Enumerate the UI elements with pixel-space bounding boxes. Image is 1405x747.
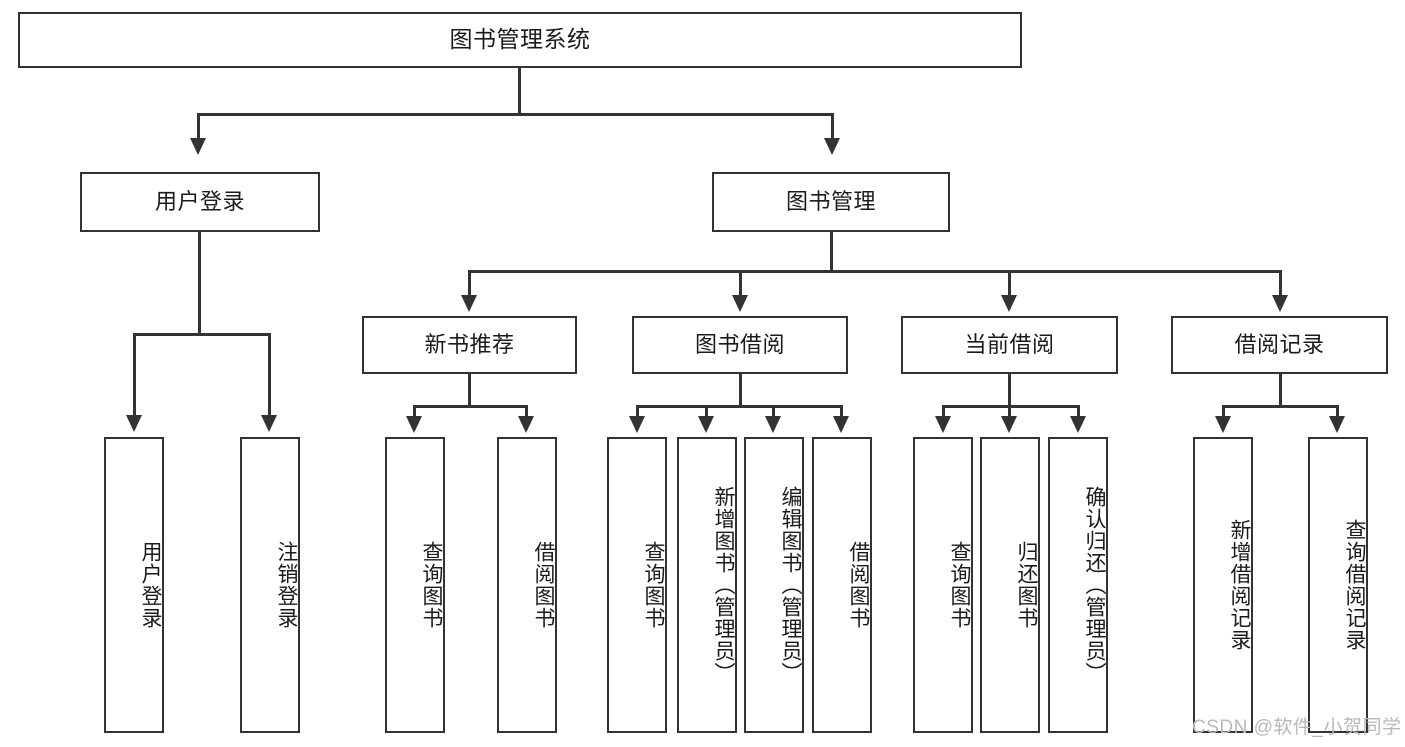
edge-book-borrow-to-leaf-4 — [840, 405, 843, 418]
arrow-book-mgmt-to-new-book — [461, 295, 477, 312]
edge-user-login-to-leaf-1 — [133, 333, 136, 417]
arrow-user-login-to-leaf-2 — [261, 415, 277, 432]
edge-current-borrow-bar — [942, 405, 1080, 408]
node-label: 用户登录 — [139, 541, 162, 629]
edge-borrow-record-stem — [1279, 374, 1282, 407]
arrow-borrow-record-to-leaf-2 — [1329, 416, 1345, 433]
edge-book-mgmt-bar — [468, 270, 1282, 273]
node-label: 用户登录 — [154, 189, 245, 215]
arrow-user-login-to-leaf-1 — [126, 415, 142, 432]
leaf-new-book-query[interactable]: 查询图书 — [385, 437, 445, 733]
node-label: 借阅图书 — [532, 541, 555, 629]
node-user-login[interactable]: 用户登录 — [80, 172, 320, 232]
node-label: 借阅图书 — [847, 541, 870, 629]
edge-current-borrow-to-leaf-1 — [942, 405, 945, 418]
node-label: 编辑图书（管理员） — [779, 486, 802, 684]
leaf-current-borrow-confirm[interactable]: 确认归还（管理员） — [1048, 437, 1108, 733]
arrow-root-to-book-mgmt — [824, 138, 840, 155]
node-label: 确认归还（管理员） — [1083, 486, 1106, 684]
node-borrow-record[interactable]: 借阅记录 — [1171, 316, 1388, 374]
edge-user-login-bar — [133, 333, 271, 336]
edge-book-borrow-to-leaf-2 — [705, 405, 708, 418]
node-label: 注销登录 — [275, 541, 298, 629]
arrow-root-to-user-login — [190, 138, 206, 155]
watermark-text: CSDN @软件_小贺同学 — [1192, 717, 1402, 738]
edge-book-borrow-to-leaf-1 — [636, 405, 639, 418]
edge-book-mgmt-to-new-book — [468, 270, 471, 298]
arrow-borrow-record-to-leaf-1 — [1215, 416, 1231, 433]
leaf-book-borrow-edit[interactable]: 编辑图书（管理员） — [744, 437, 804, 733]
node-label: 新增借阅记录 — [1228, 519, 1251, 651]
arrow-book-mgmt-to-current — [1001, 295, 1017, 312]
node-book-management[interactable]: 图书管理 — [712, 172, 950, 232]
arrow-current-borrow-to-leaf-2 — [1001, 416, 1017, 433]
edge-borrow-record-to-leaf-2 — [1336, 405, 1339, 418]
leaf-new-book-borrow[interactable]: 借阅图书 — [497, 437, 557, 733]
arrow-book-borrow-to-leaf-2 — [698, 416, 714, 433]
edge-user-login-to-leaf-2 — [268, 333, 271, 417]
edge-current-borrow-to-leaf-3 — [1077, 405, 1080, 418]
leaf-book-borrow-query[interactable]: 查询图书 — [607, 437, 667, 733]
leaf-user-login-signin[interactable]: 用户登录 — [104, 437, 164, 733]
leaf-book-borrow-borrow[interactable]: 借阅图书 — [812, 437, 872, 733]
leaf-borrow-record-add[interactable]: 新增借阅记录 — [1193, 437, 1253, 733]
node-label: 图书管理系统 — [449, 26, 591, 53]
edge-user-login-stem — [198, 232, 201, 335]
arrow-new-book-to-leaf-2 — [518, 416, 534, 433]
node-label: 借阅记录 — [1234, 332, 1325, 358]
node-label: 当前借阅 — [964, 332, 1055, 358]
edge-book-mgmt-to-current — [1008, 270, 1011, 298]
node-label: 新书推荐 — [424, 332, 515, 358]
node-label: 查询图书 — [948, 541, 971, 629]
edge-root-to-book-mgmt — [831, 113, 834, 141]
edge-new-book-stem — [468, 374, 471, 407]
edge-borrow-record-bar — [1222, 405, 1339, 408]
node-new-book-recommend[interactable]: 新书推荐 — [362, 316, 577, 374]
edge-current-borrow-stem — [1008, 374, 1011, 407]
node-label: 查询借阅记录 — [1343, 519, 1366, 651]
edge-root-to-user-login — [197, 113, 200, 141]
edge-book-mgmt-to-borrow — [739, 270, 742, 298]
arrow-current-borrow-to-leaf-3 — [1070, 416, 1086, 433]
node-book-borrow[interactable]: 图书借阅 — [632, 316, 848, 374]
edge-new-book-to-leaf-1 — [413, 405, 416, 418]
edge-book-mgmt-to-record — [1279, 270, 1282, 298]
arrow-new-book-to-leaf-1 — [406, 416, 422, 433]
node-label: 图书借阅 — [694, 332, 785, 358]
edge-new-book-bar — [413, 405, 528, 408]
edge-root-stem — [518, 68, 521, 113]
node-label: 查询图书 — [420, 541, 443, 629]
edge-current-borrow-to-leaf-2 — [1008, 405, 1011, 418]
node-label: 图书管理 — [785, 189, 876, 215]
node-root-system[interactable]: 图书管理系统 — [18, 12, 1022, 68]
leaf-current-borrow-query[interactable]: 查询图书 — [913, 437, 973, 733]
arrow-book-mgmt-to-record — [1272, 295, 1288, 312]
edge-book-borrow-to-leaf-3 — [772, 405, 775, 418]
leaf-book-borrow-add[interactable]: 新增图书（管理员） — [677, 437, 737, 733]
edge-borrow-record-to-leaf-1 — [1222, 405, 1225, 418]
arrow-book-mgmt-to-borrow — [732, 295, 748, 312]
node-label: 新增图书（管理员） — [712, 486, 735, 684]
node-current-borrow[interactable]: 当前借阅 — [901, 316, 1118, 374]
leaf-current-borrow-return[interactable]: 归还图书 — [980, 437, 1040, 733]
edge-new-book-to-leaf-2 — [525, 405, 528, 418]
arrow-book-borrow-to-leaf-1 — [629, 416, 645, 433]
leaf-borrow-record-query[interactable]: 查询借阅记录 — [1308, 437, 1368, 733]
edge-book-borrow-bar — [636, 405, 843, 408]
arrow-book-borrow-to-leaf-4 — [833, 416, 849, 433]
edge-book-mgmt-stem — [830, 232, 833, 272]
edge-book-borrow-stem — [739, 374, 742, 407]
node-label: 归还图书 — [1015, 541, 1038, 629]
arrow-book-borrow-to-leaf-3 — [765, 416, 781, 433]
node-label: 查询图书 — [642, 541, 665, 629]
leaf-user-login-signout[interactable]: 注销登录 — [240, 437, 300, 733]
edge-root-bar — [197, 113, 834, 116]
arrow-current-borrow-to-leaf-1 — [935, 416, 951, 433]
